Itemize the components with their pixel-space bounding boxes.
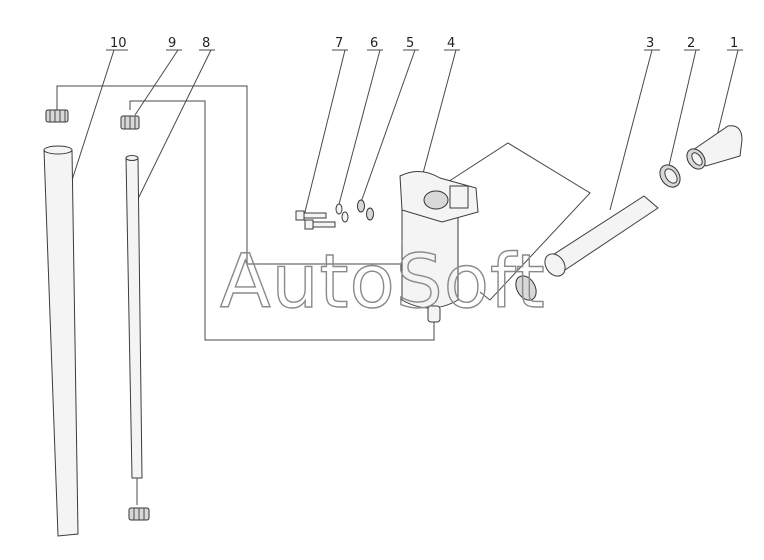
svg-text:3: 3 bbox=[646, 36, 654, 51]
elbow-part-1 bbox=[686, 125, 743, 170]
callout-5: 5 bbox=[359, 36, 419, 206]
callout-1: 1 bbox=[715, 36, 743, 141]
svg-text:1: 1 bbox=[730, 36, 738, 51]
svg-text:4: 4 bbox=[447, 36, 455, 51]
bolt-part-7 bbox=[295, 210, 336, 230]
svg-text:6: 6 bbox=[370, 36, 378, 51]
svg-text:8: 8 bbox=[202, 36, 210, 51]
hose-part-8 bbox=[125, 155, 143, 505]
callout-7: 7 bbox=[303, 36, 348, 217]
clamp-part-2 bbox=[659, 164, 681, 188]
callout-2: 2 bbox=[667, 36, 700, 171]
svg-text:7: 7 bbox=[335, 36, 343, 51]
callout-6: 6 bbox=[337, 36, 383, 209]
callout-4: 4 bbox=[417, 36, 460, 193]
callout-9: 9 bbox=[134, 36, 182, 116]
clamp-part-9-top bbox=[120, 115, 140, 130]
watermark-text: AutoSoft bbox=[220, 239, 546, 325]
svg-text:5: 5 bbox=[406, 36, 414, 51]
clamp-canister-outlet bbox=[515, 275, 537, 301]
callout-10: 10 bbox=[63, 36, 128, 206]
svg-text:9: 9 bbox=[168, 36, 176, 51]
svg-text:10: 10 bbox=[110, 36, 127, 51]
washer-part-5 bbox=[357, 199, 374, 221]
callout-8: 8 bbox=[134, 36, 215, 206]
pipe-part-3 bbox=[544, 195, 659, 277]
washer-part-6 bbox=[335, 203, 349, 223]
clamp-hose-10-top bbox=[45, 109, 69, 123]
clamp-part-9-bottom bbox=[128, 507, 150, 521]
canister-part-4 bbox=[399, 171, 479, 323]
hose-part-10 bbox=[43, 145, 79, 537]
callout-3: 3 bbox=[609, 36, 660, 211]
svg-text:2: 2 bbox=[687, 36, 695, 51]
